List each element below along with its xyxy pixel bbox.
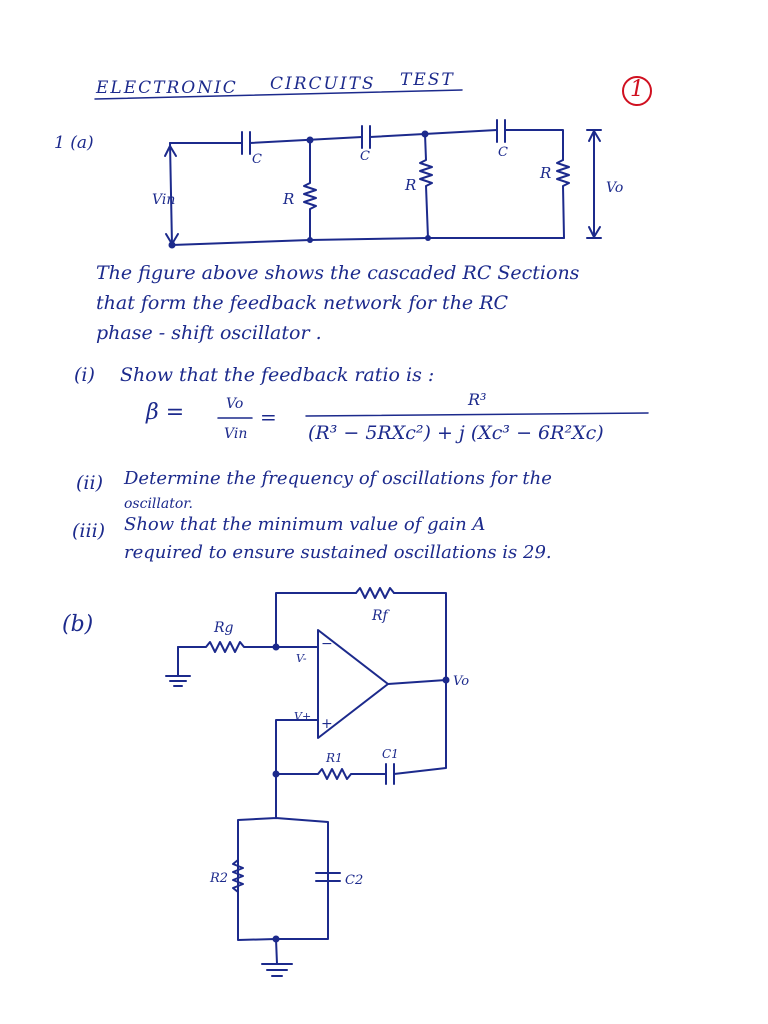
title-underline <box>94 89 463 100</box>
opamp-triangle <box>317 629 389 739</box>
label-vo: Vo <box>606 180 623 196</box>
part-iii-line-2: required to ensure sustained oscillation… <box>124 542 552 563</box>
resistor-r1 <box>275 768 387 780</box>
title-test: TEST <box>400 70 455 90</box>
label-r2: R <box>404 176 416 194</box>
beta-symbol: β = <box>146 400 185 425</box>
description-line-3: phase - shift oscillator . <box>96 322 322 344</box>
title-electronic: ELECTRONIC <box>96 78 238 98</box>
eq-equals: = <box>260 405 277 429</box>
eq-rhs-denominator: (R³ − 5RXc²) + j (Xc³ − 6R²Xc) <box>308 422 604 444</box>
part-i-label: (i) <box>74 364 95 386</box>
resistor-r2 <box>232 859 244 893</box>
label-rg: Rg <box>213 620 234 636</box>
part-iii-label: (iii) <box>72 520 106 542</box>
question-1a-label: 1 (a) <box>54 133 94 153</box>
label-r3: R <box>539 164 551 182</box>
question-1b-label: (b) <box>62 612 94 637</box>
title-circuits: CIRCUITS <box>270 74 376 94</box>
label-rf: Rf <box>371 608 391 624</box>
description-line-1: The figure above shows the cascaded RC S… <box>96 262 580 284</box>
label-vplus: V+ <box>294 710 311 723</box>
label-vo-b: Vo <box>453 674 469 689</box>
label-c1: C <box>252 152 262 167</box>
label-minus: − <box>321 636 333 652</box>
part-iii-line-1: Show that the minimum value of gain A <box>124 514 486 535</box>
ground-bottom <box>261 963 293 977</box>
page-number-badge: 1 <box>622 76 652 106</box>
label-vin: Vin <box>152 192 175 208</box>
resistor-rg <box>177 641 319 653</box>
eq-lhs-denominator: Vin <box>224 426 248 442</box>
description-line-2: that form the feedback network for the R… <box>96 292 509 314</box>
label-r1-b: R1 <box>325 751 343 765</box>
capacitor-c2 <box>315 859 341 901</box>
part-ii-line-2: oscillator. <box>124 496 193 512</box>
capacitor-c1 <box>385 763 395 785</box>
label-vminus: V- <box>296 652 307 665</box>
part-ii-line-1: Determine the frequency of oscillations … <box>124 468 552 489</box>
resistor-rf <box>355 587 395 599</box>
label-r2-b: R2 <box>209 871 228 886</box>
label-c2: C <box>360 149 370 164</box>
part-i-text: Show that the feedback ratio is : <box>120 364 435 386</box>
label-c2-b: C2 <box>345 873 363 888</box>
rc-ladder-circuit: C C C R R R Vin Vo <box>152 119 623 249</box>
eq-lhs-numerator: Vo <box>226 396 244 412</box>
eq-rhs-numerator: R³ <box>468 390 487 409</box>
label-plus: + <box>321 716 333 732</box>
label-c3: C <box>498 145 508 160</box>
fraction-bars <box>217 412 649 419</box>
ground-rg <box>165 675 191 687</box>
part-ii-label: (ii) <box>76 472 103 494</box>
label-r1: R <box>282 190 294 208</box>
label-c1-b: C1 <box>382 747 399 761</box>
